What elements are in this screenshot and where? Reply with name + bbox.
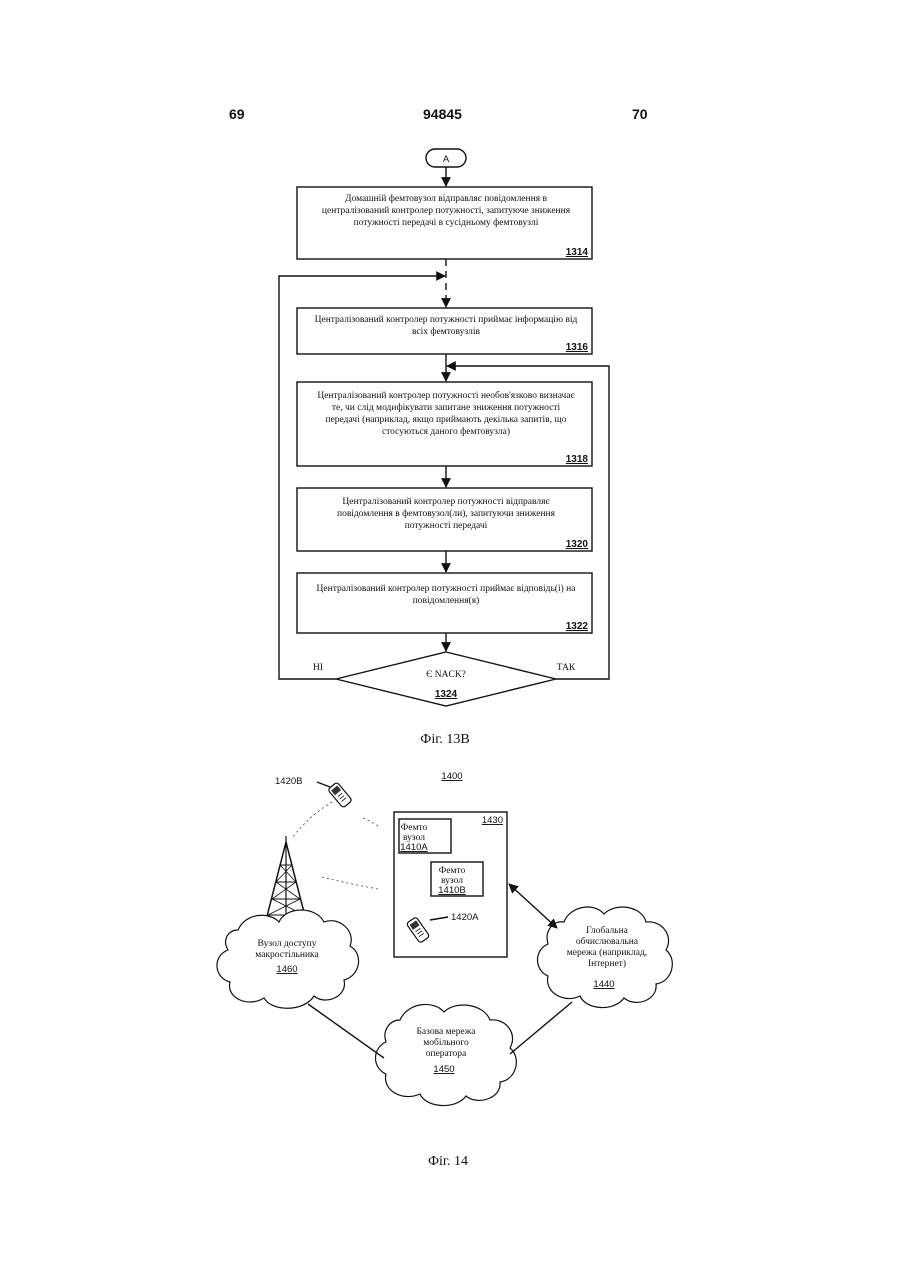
step-text-line: всіх фемтовузлів: [412, 326, 481, 337]
step-text-line: повідомлення(я): [413, 595, 480, 606]
femto-node-1410b: Фемто вузол 1410B: [431, 862, 483, 896]
wan-id: 1440: [593, 979, 614, 990]
femto-a-line: Фемто: [401, 823, 428, 833]
decision-no-label: НІ: [313, 663, 323, 673]
step-text-line: Централізований контролер потужності при…: [315, 314, 578, 325]
step-id: 1322: [566, 621, 589, 632]
connector-label: A: [443, 154, 450, 165]
figure-caption-14: Фіг. 14: [428, 1154, 468, 1169]
core-line: оператора: [426, 1049, 467, 1059]
femto-node-1410a: Фемто вузол 1410A: [399, 819, 451, 853]
wireless-link: [363, 818, 380, 827]
step-text-line: стосуються даного фемтовузла): [382, 426, 510, 437]
step-text-line: передачі (наприклад, якщо приймають декі…: [326, 414, 567, 425]
decision-yes-label: ТАК: [557, 663, 576, 673]
femto-b-line: Фемто: [439, 866, 466, 876]
step-id: 1318: [566, 454, 589, 465]
step-text-line: повідомлення в фемтовузол(ли), запитуючи…: [337, 508, 556, 519]
cloud-core-network: Базова мережа мобільного оператора 1450: [376, 1004, 517, 1105]
mobile-a-id: 1420A: [451, 912, 479, 923]
step-text-line: Централізований контролер потужності нео…: [317, 390, 574, 401]
femto-b-id: 1410B: [438, 885, 465, 896]
macro-line: Вузол доступу: [257, 939, 316, 949]
link-macro-to-core: [308, 1004, 384, 1058]
wan-line: Інтернет): [588, 958, 626, 969]
core-line: мобільного: [423, 1037, 469, 1048]
macro-id: 1460: [276, 964, 297, 975]
decision-id: 1324: [435, 689, 458, 700]
cloud-wide-area-network: Глобальна обчислювальна мережа (наприкла…: [538, 907, 673, 1008]
macro-line: макростільника: [255, 950, 319, 960]
step-text-line: потужності передачі в сусідньому фемтову…: [354, 217, 539, 228]
cloud-macro-access-node: Вузол доступу макростільника 1460: [217, 910, 359, 1008]
connector-a: A: [426, 149, 466, 167]
step-text-line: централізований контролер потужності, за…: [322, 205, 571, 216]
link-femto-to-wan: [509, 884, 557, 928]
step-id: 1314: [566, 247, 589, 258]
step-1314: Домашній фемтовузол відправляє повідомле…: [297, 187, 592, 259]
step-1322: Централізований контролер потужності при…: [297, 573, 592, 633]
step-1320: Централізований контролер потужності від…: [297, 488, 592, 551]
step-id: 1320: [566, 539, 589, 550]
wireless-link: [292, 802, 332, 838]
step-text-line: Централізований контролер потужності від…: [342, 496, 549, 507]
step-text-line: потужності передачі: [405, 521, 488, 531]
wan-line: мережа (наприклад,: [567, 947, 647, 958]
step-text-line: Домашній фемтовузол відправляє повідомле…: [345, 193, 547, 204]
decision-1324: Є NACK? 1324: [336, 652, 556, 706]
leader-1420b: [317, 782, 330, 787]
step-1318: Централізований контролер потужності нео…: [297, 382, 592, 466]
figure-caption-13b: Фіг. 13В: [420, 732, 469, 747]
step-text-line: те, чи слід модифікувати запитане знижен…: [332, 402, 561, 413]
mobile-b-id: 1420B: [275, 776, 302, 787]
wan-line: Глобальна: [586, 925, 629, 936]
step-1316: Централізований контролер потужності при…: [297, 308, 592, 354]
area-id: 1430: [482, 815, 503, 826]
step-id: 1316: [566, 342, 589, 353]
wan-line: обчислювальна: [576, 936, 639, 947]
core-line: Базова мережа: [416, 1027, 476, 1037]
core-id: 1450: [433, 1064, 454, 1075]
step-text-line: Централізований контролер потужності при…: [317, 583, 577, 594]
system-id: 1400: [441, 771, 462, 782]
link-wan-to-core: [510, 1002, 572, 1054]
mobile-phone-icon: [328, 782, 353, 808]
femto-a-id: 1410A: [400, 842, 428, 853]
decision-question: Є NACK?: [426, 670, 466, 680]
wireless-link: [322, 877, 378, 889]
